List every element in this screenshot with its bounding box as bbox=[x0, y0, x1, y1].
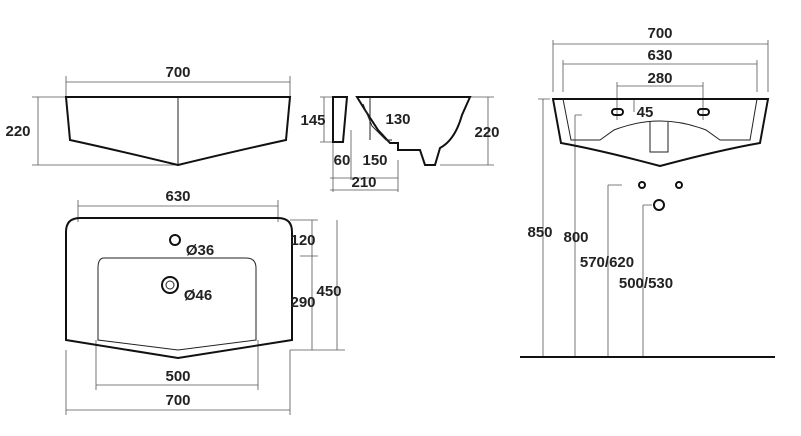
dim-145: 145 bbox=[300, 112, 325, 129]
dim-630: 630 bbox=[165, 188, 190, 205]
tap-hole-left-icon bbox=[611, 108, 624, 116]
dim-45: 45 bbox=[637, 104, 654, 121]
side-view: 145 130 220 60 150 210 bbox=[300, 96, 500, 192]
dim-450: 450 bbox=[316, 283, 341, 300]
dim-500: 500 bbox=[165, 368, 190, 385]
dim-220-side: 220 bbox=[474, 124, 499, 141]
dim-700-install: 700 bbox=[647, 25, 672, 42]
basin-plan-outline bbox=[65, 217, 293, 360]
dimension-lines bbox=[320, 96, 494, 192]
basin-front-outline bbox=[551, 98, 770, 168]
dim-570-620: 570/620 bbox=[580, 254, 634, 271]
supply-pipe-left-icon bbox=[638, 181, 646, 189]
dim-210: 210 bbox=[351, 174, 376, 191]
dim-120: 120 bbox=[290, 232, 315, 249]
dim-700: 700 bbox=[165, 64, 190, 81]
dim-60: 60 bbox=[334, 152, 351, 169]
plan-view: 630 Ø36 Ø46 120 290 450 500 700 bbox=[65, 188, 345, 415]
dim-700-bottom: 700 bbox=[165, 392, 190, 409]
dim-150: 150 bbox=[362, 152, 387, 169]
dim-500-530: 500/530 bbox=[619, 275, 673, 292]
dim-630-install: 630 bbox=[647, 47, 672, 64]
tap-hole-right-icon bbox=[697, 108, 710, 116]
basin-section-outline bbox=[355, 96, 472, 166]
dimension-lines bbox=[538, 40, 769, 357]
dim-290: 290 bbox=[290, 294, 315, 311]
dim-800: 800 bbox=[563, 229, 588, 246]
dim-220: 220 bbox=[5, 123, 30, 140]
tap-hole-icon bbox=[169, 234, 181, 246]
dim-130: 130 bbox=[385, 111, 410, 128]
dim-36: Ø36 bbox=[186, 242, 214, 259]
dimension-lines bbox=[65, 200, 345, 415]
dim-46: Ø46 bbox=[184, 287, 212, 304]
supply-pipe-right-icon bbox=[675, 181, 683, 189]
bowl-outline bbox=[97, 257, 257, 351]
installation-view: 700 630 280 45 850 800 570/620 500/530 bbox=[520, 25, 775, 358]
dim-280: 280 bbox=[647, 70, 672, 87]
dim-850: 850 bbox=[527, 224, 552, 241]
waste-pipe-icon bbox=[653, 199, 665, 211]
wall-bracket bbox=[332, 96, 349, 143]
front-view: 700 220 bbox=[5, 64, 292, 167]
dimension-lines bbox=[32, 76, 291, 166]
drain-hole-icon bbox=[161, 276, 179, 294]
